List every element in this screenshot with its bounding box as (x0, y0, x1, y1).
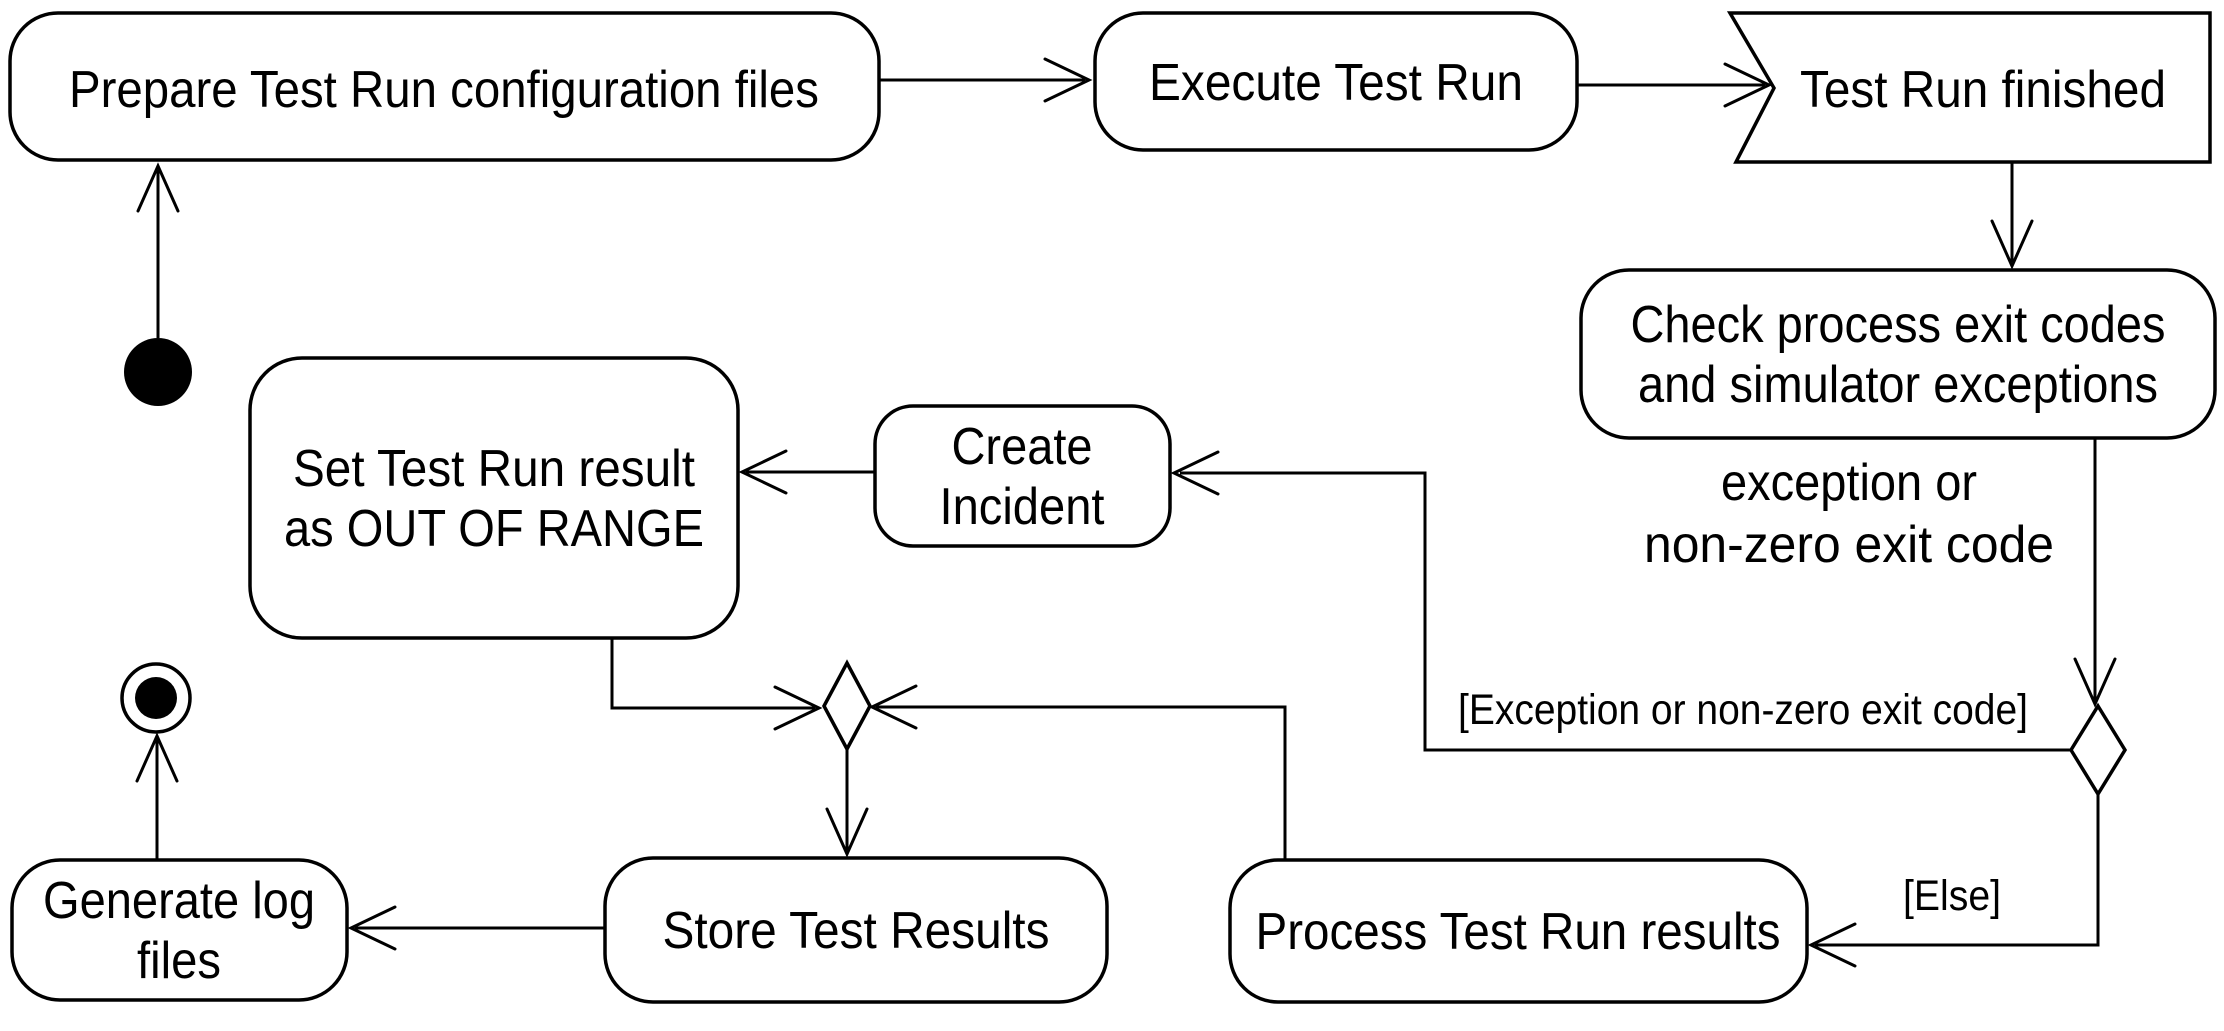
final-node (120, 662, 192, 734)
annotation-line1: exception or (1721, 454, 1977, 512)
activity-box (1093, 11, 1579, 152)
activity-box (10, 858, 349, 1002)
arrowhead-left-icon (1170, 450, 1220, 496)
edge-merge-to-store (825, 749, 869, 858)
edge-initial-to-prepare (136, 162, 180, 338)
activity-label: Store Test Results (663, 902, 1050, 960)
activity-store-test-results: Store Test Results (603, 856, 1109, 1004)
edge-set-result-to-merge (610, 638, 823, 731)
edge-process-to-merge (868, 684, 1287, 860)
arrowhead-right-icon (773, 685, 823, 731)
activity-label-line1: Create (952, 418, 1093, 476)
edge-line (1180, 471, 2071, 752)
activity-process-test-run-results: Process Test Run results (1228, 858, 1809, 1004)
activity-label: Process Test Run results (1256, 903, 1781, 961)
annotation-exit-condition: exception or non-zero exit code (1644, 454, 2054, 574)
arrowhead-left-icon (868, 684, 918, 730)
initial-node-dot (124, 338, 192, 406)
edge-create-to-set-result (738, 449, 875, 495)
accept-event-shape (1726, 11, 2212, 164)
guard-label-exception: [Exception or non-zero exit code] (1458, 686, 2028, 734)
activity-label-line2: as OUT OF RANGE (284, 500, 704, 558)
edge-line (876, 705, 1287, 860)
activity-label-line1: Generate log (43, 872, 315, 930)
decision-node (2068, 702, 2128, 798)
arrowhead-down-icon (2073, 657, 2117, 708)
edge-execute-to-finished (1577, 62, 1773, 108)
event-test-run-finished: Test Run finished (1726, 11, 2212, 164)
edge-store-to-generate (347, 905, 605, 951)
guard-label-else: [Else] (1903, 872, 2001, 920)
annotation-line2: non-zero exit code (1644, 516, 2054, 574)
activity-prepare-config-files: Prepare Test Run configuration files (8, 11, 881, 162)
edge-finished-to-check (1990, 162, 2034, 270)
activity-generate-log-files: Generate log files (10, 858, 349, 1002)
activity-label: Prepare Test Run configuration files (69, 61, 819, 119)
arrowhead-up-icon (136, 162, 180, 213)
arrowhead-down-icon (825, 807, 869, 858)
edge-prepare-to-execute (879, 57, 1093, 103)
activity-label-line2: Incident (940, 478, 1105, 536)
merge-diamond (822, 659, 872, 753)
edge-generate-to-final (135, 732, 179, 860)
activity-box (248, 356, 740, 640)
merge-node (822, 659, 872, 753)
event-label: Test Run finished (1800, 61, 2166, 119)
activity-label-line1: Check process exit codes (1631, 296, 2166, 354)
arrowhead-left-icon (738, 449, 788, 495)
activity-label: Execute Test Run (1149, 54, 1523, 112)
activity-execute-test-run: Execute Test Run (1093, 11, 1579, 152)
arrowhead-left-icon (347, 905, 397, 951)
activity-label-line1: Set Test Run result (293, 440, 696, 498)
activity-box (1228, 858, 1809, 1004)
final-node-dot (135, 677, 177, 719)
edge-check-to-decision (2073, 438, 2117, 708)
activity-label-line2: and simulator exceptions (1638, 356, 2158, 414)
edge-decision-to-create-incident: [Exception or non-zero exit code] (1170, 450, 2071, 752)
activity-check-exit-codes: Check process exit codes and simulator e… (1579, 268, 2217, 440)
activity-box (873, 404, 1172, 548)
arrowhead-up-icon (135, 732, 179, 783)
initial-node (124, 338, 192, 406)
activity-label-line2: files (137, 932, 221, 990)
edge-line (1815, 794, 2100, 947)
activity-box (603, 856, 1109, 1004)
arrowhead-right-icon (1043, 57, 1093, 103)
arrowhead-down-icon (1990, 219, 2034, 270)
decision-diamond (2068, 702, 2128, 798)
activity-box (8, 11, 881, 162)
arrowhead-left-icon (1807, 922, 1857, 968)
activity-create-incident: Create Incident (873, 404, 1172, 548)
activity-box (1579, 268, 2217, 440)
activity-set-result-out-of-range: Set Test Run result as OUT OF RANGE (248, 356, 740, 640)
edge-decision-to-process-results: [Else] (1807, 794, 2100, 968)
edge-line (610, 638, 815, 710)
arrowhead-right-icon (1723, 62, 1773, 108)
